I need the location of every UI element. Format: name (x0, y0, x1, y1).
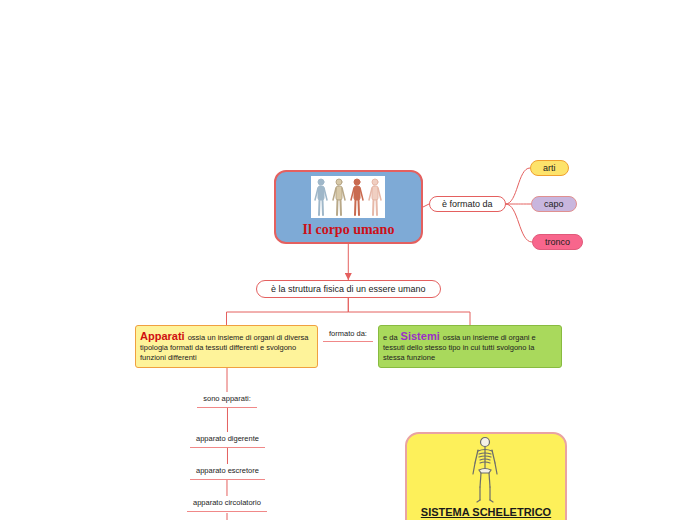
link-phrase: è formato da (442, 199, 493, 209)
underlined-topic: apparato escretore (190, 464, 265, 480)
connector (227, 408, 228, 432)
connector (348, 298, 470, 325)
connector (506, 204, 531, 205)
link-phrase-box: è formato da (429, 196, 506, 212)
connector (506, 168, 530, 204)
connector (227, 368, 228, 392)
connector-label: formato da: (323, 329, 373, 342)
definition-text: è la struttura fisica di un essere umano (271, 284, 426, 294)
concept-lead: e da (383, 333, 398, 342)
connector (506, 204, 532, 242)
part-name: arti (543, 163, 556, 173)
image-topic-box: SISTEMA SCHELETRICO (405, 432, 567, 520)
concept-box: e daSistemiossia un insieme di organi e … (378, 325, 562, 368)
part-name: capo (544, 199, 564, 209)
topic-text: apparato circolatorio (193, 498, 261, 507)
underlined-topic: apparato digerente (190, 432, 265, 448)
concept-heading: Sistemi (401, 330, 440, 342)
connector (348, 244, 349, 280)
underlined-topic: sono apparati: (197, 392, 257, 408)
topic-title: Il corpo umano (282, 222, 415, 238)
connector (226, 480, 227, 496)
topic-text: apparato digerente (196, 434, 259, 443)
connector (227, 298, 349, 325)
definition-box: è la struttura fisica di un essere umano (256, 280, 441, 298)
part-pill: tronco (532, 234, 583, 250)
topic-box: Il corpo umano (274, 170, 423, 244)
topic-title: SISTEMA SCHELETRICO (411, 506, 561, 518)
topic-text: apparato escretore (196, 466, 259, 475)
chain-continuation (227, 513, 228, 520)
part-pill: capo (531, 196, 577, 212)
concept-heading: Apparati (140, 330, 185, 342)
topic-text: sono apparati: (203, 394, 251, 403)
part-name: tronco (545, 237, 570, 247)
underlined-topic: apparato circolatorio (187, 496, 267, 512)
concept-box: Apparatiossia un insieme di organi di di… (135, 325, 318, 368)
part-pill: arti (530, 160, 569, 176)
connector (227, 448, 228, 464)
